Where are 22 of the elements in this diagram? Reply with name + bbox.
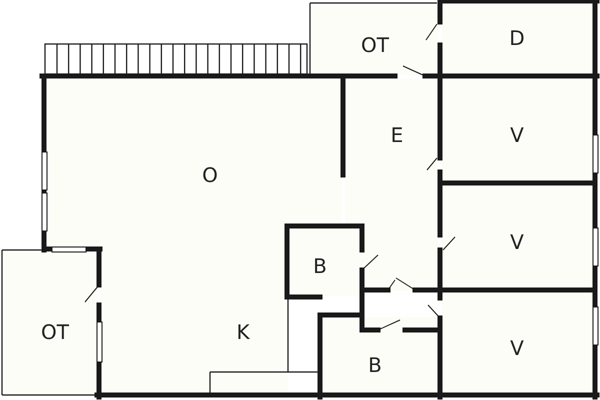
room-label: K (236, 322, 250, 342)
room-label: OT (41, 322, 69, 342)
room-label: B (313, 256, 327, 276)
room-area (47, 79, 342, 249)
room-label: E (390, 125, 404, 145)
room-area (442, 292, 594, 394)
room-area (3, 252, 97, 394)
room-label: V (510, 232, 524, 252)
room-area (442, 79, 594, 183)
room-area (290, 229, 361, 296)
room-label: V (510, 125, 524, 145)
room-label: V (510, 338, 524, 358)
room-label: D (509, 28, 525, 48)
room-label: O (202, 165, 218, 185)
room-area (442, 185, 594, 289)
room-area (100, 249, 288, 394)
room-label: OT (361, 35, 389, 55)
room-label: B (368, 355, 382, 375)
room-area (345, 79, 438, 291)
room-area (442, 5, 594, 75)
room-area (312, 5, 438, 75)
room-area (322, 317, 438, 394)
